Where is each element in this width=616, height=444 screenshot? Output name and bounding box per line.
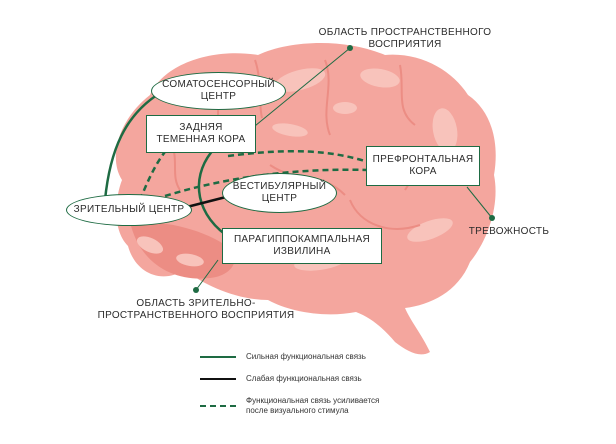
callout-line-spatial [249,47,351,131]
node-parietal-line-1: ЗАДНЯЯ [179,122,223,133]
node-vestibular-line-2: ЦЕНТР [261,193,298,204]
callout-line-anxiety [466,186,493,219]
legend-text-strong: Сильная функциональная связь [246,352,366,361]
node-visual-center: ЗРИТЕЛЬНЫЙ ЦЕНТР [66,194,192,226]
label-visual-spatial-perception: ОБЛАСТЬ ЗРИТЕЛЬНО- ПРОСТРАНСТВЕННОГО ВОС… [86,298,306,322]
node-prefrontal-cortex: ПРЕФРОНТАЛЬНАЯ КОРА [366,146,480,186]
cerebellum-shape [130,221,235,279]
node-prefrontal-line-2: КОРА [409,166,437,177]
callout-dot-spatial [347,45,353,51]
callout-dot-anxiety [489,215,495,221]
legend-text-dashed-line-2: после визуального стимула [246,406,349,415]
node-visual-line-1: ЗРИТЕЛЬНЫЙ ЦЕНТР [73,204,185,215]
label-spatial-perception: ОБЛАСТЬ ПРОСТРАНСТВЕННОГО ВОСПРИЯТИЯ [312,27,498,51]
legend-swatch-strong [200,356,236,358]
strong-link-visual-somatosensory [103,91,161,201]
legend-text-dashed-line-1: Функциональная связь усиливается [246,396,380,405]
node-somatosensory-line-1: СОМАТОСЕНСОРНЫЙ [162,79,275,90]
node-posterior-parietal-cortex: ЗАДНЯЯ ТЕМЕННАЯ КОРА [146,115,256,153]
node-somatosensory-line-2: ЦЕНТР [200,91,237,102]
legend-swatch-dashed [200,405,236,407]
label-anxiety: ТРЕВОЖНОСТЬ [464,226,554,238]
label-visual-spatial-line-1: ОБЛАСТЬ ЗРИТЕЛЬНО- [136,298,256,309]
legend-swatch-weak [200,378,236,380]
label-anxiety-text: ТРЕВОЖНОСТЬ [468,226,550,237]
node-parahippocampal-gyrus: ПАРАГИППОКАМПАЛЬНАЯ ИЗВИЛИНА [222,228,382,264]
callout-dot-visual-spatial [193,287,199,293]
label-visual-spatial-line-2: ПРОСТРАНСТВЕННОГО ВОСПРИЯТИЯ [97,310,295,321]
node-parahippocampal-line-2: ИЗВИЛИНА [273,246,331,257]
strong-link-parietal-parahippocampal [197,147,227,237]
node-somatosensory-center: СОМАТОСЕНСОРНЫЙ ЦЕНТР [151,72,286,110]
label-spatial-perception-line-1: ОБЛАСТЬ ПРОСТРАНСТВЕННОГО [318,27,492,38]
node-parietal-line-2: ТЕМЕННАЯ КОРА [156,134,246,145]
node-parahippocampal-line-1: ПАРАГИППОКАМПАЛЬНАЯ [233,234,371,245]
node-prefrontal-line-1: ПРЕФРОНТАЛЬНАЯ [372,154,474,165]
legend-text-weak: Слабая функциональная связь [246,374,362,383]
legend-text-dashed: Функциональная связь усиливается после в… [246,396,379,416]
legend-row-weak: Слабая функциональная связь [200,374,362,384]
label-spatial-perception-line-2: ВОСПРИЯТИЯ [368,39,442,50]
node-vestibular-line-1: ВЕСТИБУЛЯРНЫЙ [232,181,327,192]
legend-row-strong: Сильная функциональная связь [200,352,366,362]
callout-dots [193,45,495,293]
callout-line-visual-spatial [195,259,219,291]
legend-row-dashed: Функциональная связь усиливается после в… [200,396,379,416]
node-vestibular-center: ВЕСТИБУЛЯРНЫЙ ЦЕНТР [222,173,337,213]
